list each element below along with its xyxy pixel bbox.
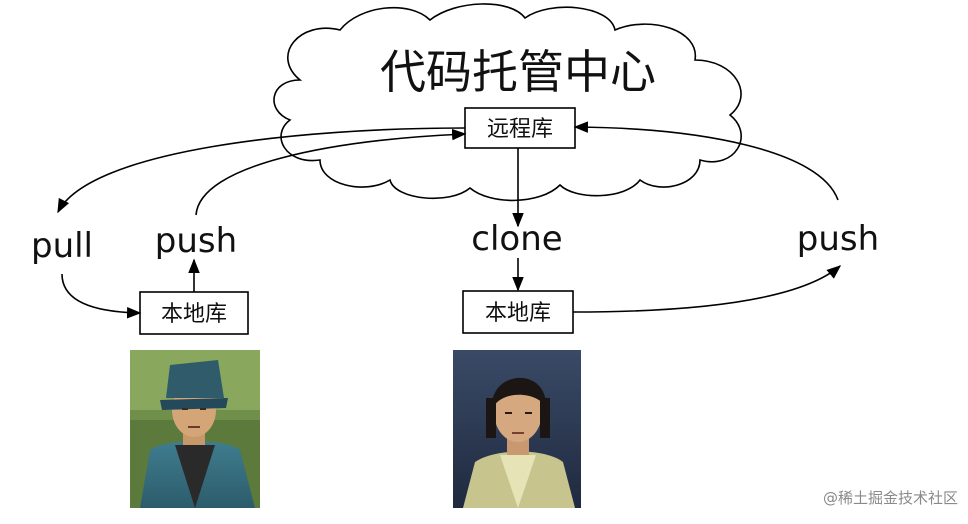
pull-label: pull <box>31 226 93 266</box>
local-repo-right-label: 本地库 <box>485 301 551 326</box>
push-right-label: push <box>797 219 879 259</box>
remote-repo-box: 远程库 <box>464 107 576 149</box>
pull-arrow-bottom <box>61 273 142 319</box>
code-hosting-cloud: 代码托管中心 <box>273 3 742 202</box>
local-repo-left-label: 本地库 <box>161 302 227 327</box>
developer-portrait-left <box>130 350 260 508</box>
push-right-arrow-bottom <box>572 265 842 313</box>
push-right-arrow-top <box>573 121 839 201</box>
developer-portrait-right <box>453 350 581 508</box>
local-repo-right-box: 本地库 <box>462 290 574 334</box>
local-repo-left-box: 本地库 <box>139 291 249 335</box>
push-left-label: push <box>155 221 237 261</box>
push-left-arrow-top <box>195 128 467 216</box>
watermark-text: @稀土掘金技术社区 <box>823 489 958 507</box>
pull-arrow-top <box>57 127 466 214</box>
cloud-title: 代码托管中心 <box>380 45 656 99</box>
clone-label: clone <box>471 219 562 259</box>
remote-repo-label: 远程库 <box>487 117 553 142</box>
